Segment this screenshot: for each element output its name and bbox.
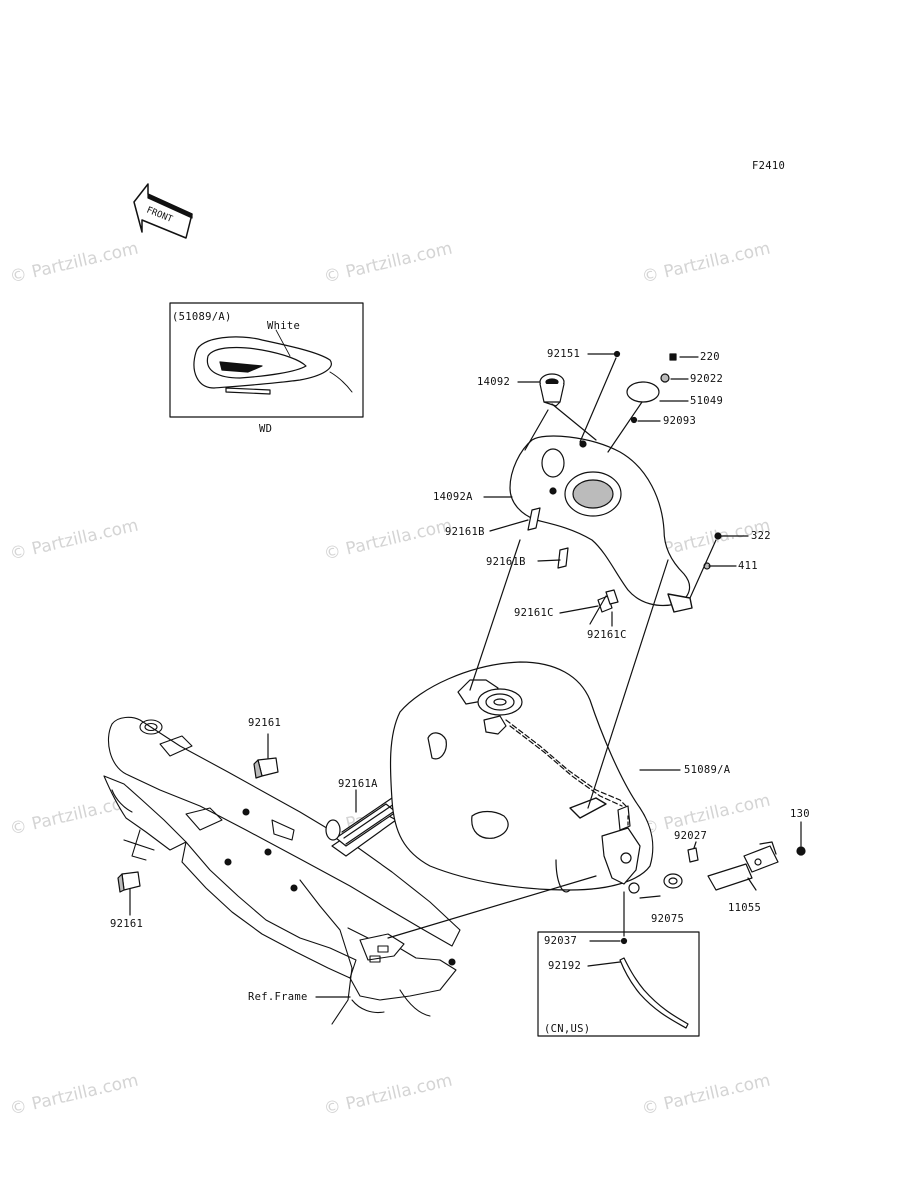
part-label-411[interactable]: 411 <box>738 560 758 572</box>
part-label-92161[interactable]: 92161 <box>110 918 144 930</box>
part-label-92192[interactable]: 92192 <box>548 960 582 972</box>
mini-tank-cover-drawing <box>193 329 353 395</box>
part-label-51049[interactable]: 51049 <box>690 395 724 407</box>
rubber-damper-top <box>253 757 279 779</box>
part-label-322[interactable]: 322 <box>751 530 771 542</box>
part-label-92093[interactable]: 92093 <box>663 415 697 427</box>
frame-drawing <box>103 716 461 1025</box>
part-label-220[interactable]: 220 <box>700 351 720 363</box>
fuel-tap-drawing <box>707 841 779 891</box>
part-label-14092[interactable]: 14092 <box>477 376 511 388</box>
ref-frame-label: Ref.Frame <box>248 991 308 1003</box>
vent-hose-drawing <box>619 937 689 1029</box>
rubber-damper-bottom <box>117 871 141 893</box>
part-label-92161C[interactable]: 92161C <box>514 607 554 619</box>
color-option-part-ref: (51089/A) <box>172 311 232 323</box>
fuel-cap-drawing <box>539 373 565 407</box>
color-option-label: White <box>267 320 301 332</box>
part-label-14092A[interactable]: 14092A <box>433 491 473 503</box>
part-label-92022[interactable]: 92022 <box>690 373 724 385</box>
region-option-caption: (CN,US) <box>544 1023 591 1035</box>
part-label-92027[interactable]: 92027 <box>674 830 708 842</box>
part-label-92161B[interactable]: 92161B <box>445 526 485 538</box>
color-option-caption: WD <box>259 423 273 435</box>
part-label-92161[interactable]: 92161 <box>248 717 282 729</box>
tank-cover-drawing <box>509 435 693 613</box>
part-label-130[interactable]: 130 <box>790 808 810 820</box>
part-label-92075[interactable]: 92075 <box>651 913 685 925</box>
part-label-92161C[interactable]: 92161C <box>587 629 627 641</box>
part-label-11055[interactable]: 11055 <box>728 902 762 914</box>
part-label-92161A[interactable]: 92161A <box>338 778 378 790</box>
part-label-92151[interactable]: 92151 <box>547 348 581 360</box>
part-label-92161B[interactable]: 92161B <box>486 556 526 568</box>
rubber-mount-92161A <box>325 797 397 857</box>
part-label-92037[interactable]: 92037 <box>544 935 578 947</box>
gauge-lens-drawing <box>626 381 660 403</box>
part-label-51089A[interactable]: 51089/A <box>684 764 731 776</box>
front-arrow-icon: FRONT <box>133 183 193 239</box>
fuel-tank-drawing <box>389 661 654 894</box>
figure-code: F2410 <box>752 160 786 172</box>
